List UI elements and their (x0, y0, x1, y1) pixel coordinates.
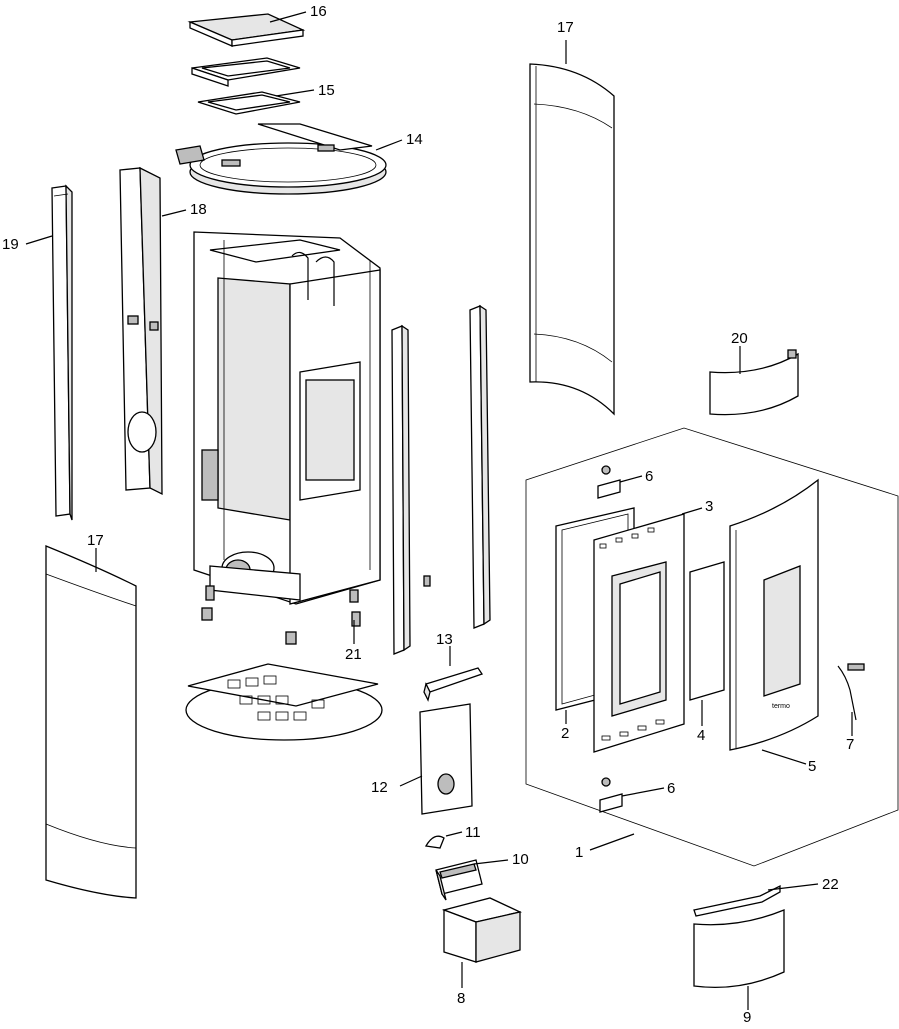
callout-17-bottom: 17 (87, 532, 104, 549)
part-10-brazier (435, 859, 483, 901)
callout-15: 15 (318, 82, 335, 99)
part-6-hinge-top (597, 465, 621, 499)
callout-14: 14 (406, 131, 423, 148)
callout-20: 20 (731, 330, 748, 347)
part-side-rail-b (469, 304, 491, 629)
callout-2: 2 (561, 725, 569, 742)
part-14-top-plate (175, 123, 387, 195)
part-frame-under-16 (191, 57, 301, 87)
callout-labels: 16 15 14 17 20 19 18 17 21 13 12 11 10 8… (2, 3, 854, 1026)
part-16-top-cover (187, 13, 306, 47)
part-8-ash-drawer (441, 897, 522, 963)
part-small-screw (423, 575, 431, 587)
door-logo-text: termo (772, 703, 790, 710)
callout-17-top: 17 (557, 19, 574, 36)
part-21-feet (201, 585, 361, 645)
callout-6-top: 6 (645, 468, 653, 485)
part-7-handle (837, 663, 865, 721)
callout-7: 7 (846, 736, 854, 753)
part-15-gasket (197, 91, 301, 115)
part-9-lower-panel (693, 909, 785, 989)
callout-1: 1 (575, 844, 583, 861)
callout-9: 9 (743, 1009, 751, 1024)
part-base-plate (185, 663, 383, 741)
callout-3: 3 (705, 498, 713, 515)
part-13-deflector (423, 667, 484, 702)
part-main-chassis (193, 231, 381, 605)
callout-21: 21 (345, 646, 362, 663)
part-12-rear-plate (419, 703, 473, 815)
callout-11: 11 (465, 824, 481, 841)
callout-8: 8 (457, 990, 465, 1007)
part-17-side-panel-right (529, 63, 615, 416)
part-19-left-strip (51, 184, 73, 521)
callout-6-bottom: 6 (667, 780, 675, 797)
part-6-hinge-bottom (599, 777, 623, 813)
leader-lines (25, 11, 853, 1010)
part-11-clip (424, 835, 445, 849)
callout-4: 4 (697, 727, 705, 744)
part-17-side-panel-left (45, 545, 137, 899)
callout-18: 18 (190, 201, 207, 218)
part-side-rail-a (391, 324, 411, 655)
part-18-rear-strip (119, 166, 163, 496)
part-5-door-cover: termo (729, 478, 819, 751)
part-3-door-frame (593, 513, 685, 753)
callout-19: 19 (2, 236, 19, 253)
part-1-door-assembly-outline (525, 427, 899, 867)
part-20-small-panel (709, 349, 799, 416)
part-22-rail (693, 884, 781, 917)
callout-5: 5 (808, 758, 816, 775)
callout-13: 13 (436, 631, 453, 648)
callout-12: 12 (371, 779, 388, 796)
callout-10: 10 (512, 851, 529, 868)
callout-22: 22 (822, 876, 839, 893)
callout-16: 16 (310, 3, 327, 20)
part-4-glass (689, 561, 725, 701)
